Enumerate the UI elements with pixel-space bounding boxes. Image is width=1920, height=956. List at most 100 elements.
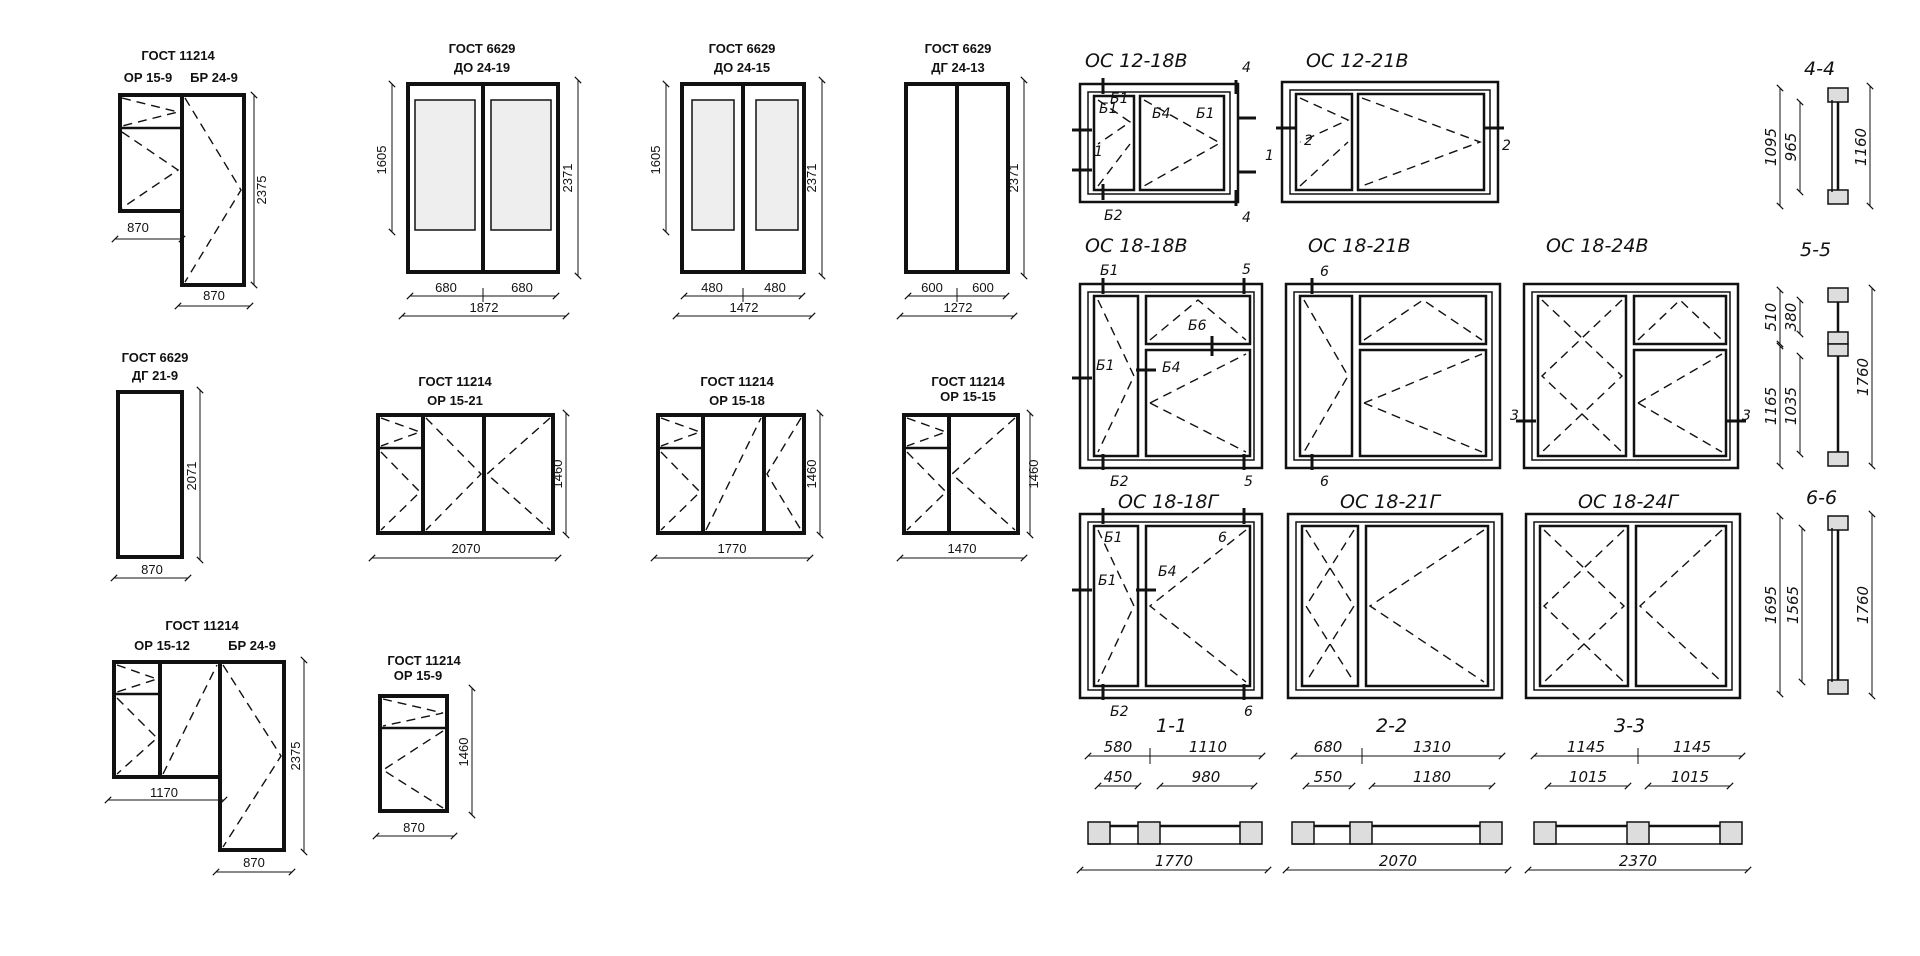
mark-b1: Б1	[1196, 106, 1215, 122]
door-dg-21-9: ГОСТ 6629 ДГ 21-9 2071 870	[110, 350, 204, 582]
dim-width: 1470	[948, 541, 977, 556]
std-label: ГОСТ 11214	[165, 618, 239, 633]
door-label: БР 24-9	[228, 638, 276, 653]
dim: 980	[1192, 768, 1221, 786]
dim: 1035	[1782, 387, 1800, 425]
dim: 2070	[1379, 852, 1417, 870]
door-frame	[218, 660, 286, 852]
dim-width: 1770	[718, 541, 747, 556]
dim-leaf-left: 600	[921, 280, 943, 295]
title-os-18-24g: ОС 18-24Г	[1578, 491, 1679, 513]
window-or-15-21: ГОСТ 11214 ОР 15-21 1460 2070	[368, 374, 570, 562]
dim-width: 1872	[470, 300, 499, 315]
window-os-18-18g: Б1 Б1 Б4 6 Б2 6	[1072, 508, 1264, 720]
mark-b1: Б1	[1104, 530, 1123, 546]
section-title: 4-4	[1804, 58, 1835, 80]
dim: 1110	[1189, 738, 1227, 756]
std-label: ГОСТ 11214	[931, 374, 1005, 389]
window-door-unit-1: ГОСТ 11214 ОР 15-9 БР 24-9 2375 870 870	[111, 48, 269, 310]
mark-2: 2	[1304, 133, 1313, 149]
mark-b1: Б1	[1096, 358, 1115, 374]
mark-1: 1	[1094, 144, 1103, 160]
mark-b4: Б4	[1158, 564, 1177, 580]
door-frame	[180, 93, 246, 287]
std-label: ГОСТ 11214	[418, 374, 492, 389]
dim: 1015	[1671, 768, 1709, 786]
dim-height: 1460	[1026, 460, 1041, 489]
title-os-12-21v: ОС 12-21В	[1306, 50, 1409, 72]
dim: 1160	[1852, 128, 1870, 166]
dim-leaf-right: 600	[972, 280, 994, 295]
section-3-3: 3-3 1145 1145 1015 1015 2370	[1524, 715, 1752, 874]
section-title: 6-6	[1806, 487, 1837, 509]
window-os-18-18v: Б1 Б1 Б4 Б6 Б2 5 5	[1072, 262, 1264, 490]
dim-width: 1272	[944, 300, 973, 315]
mark-b1: Б1	[1110, 91, 1129, 107]
window-label: ОР 15-12	[134, 638, 190, 653]
dim-width-door: 870	[203, 288, 225, 303]
title-os-18-18v: ОС 18-18В	[1085, 235, 1188, 257]
dim-leaf-left: 480	[701, 280, 723, 295]
mark-b2: Б2	[1110, 704, 1129, 720]
mark-b2: Б2	[1110, 474, 1129, 490]
mark-3: 3	[1742, 408, 1751, 424]
dim: 1695	[1762, 586, 1780, 624]
mark-b4: Б4	[1152, 106, 1171, 122]
window-or-15-9: ГОСТ 11214 ОР 15-9 1460 870	[372, 653, 476, 840]
dim: 1565	[1784, 586, 1802, 624]
window-os-12-18v: Б1 Б1 Б4 Б1 Б2 1 1 4 4	[1072, 60, 1274, 226]
mark-3: 3	[1510, 408, 1519, 424]
std-label: ГОСТ 11214	[700, 374, 774, 389]
section-5-5: 5-5 510 380 1165 1035 1760	[1762, 239, 1876, 470]
dim: 1165	[1762, 387, 1780, 425]
title-os-18-21v: ОС 18-21В	[1308, 235, 1411, 257]
dim-width-door: 870	[243, 855, 265, 870]
dim: 580	[1104, 738, 1133, 756]
mark-4: 4	[1242, 60, 1251, 76]
section-title: 1-1	[1156, 715, 1187, 737]
mark-6: 6	[1218, 530, 1227, 546]
window-frame	[376, 413, 555, 535]
mark-b4: Б4	[1162, 360, 1181, 376]
door-do-24-19: ГОСТ 6629 ДО 24-19 1605 2371 680 680 187…	[374, 41, 582, 320]
section-1-1: 1-1 580 1110 450 980 1770	[1076, 715, 1272, 874]
std-label: ГОСТ 11214	[387, 653, 461, 668]
window-frame	[112, 660, 222, 779]
mark-2: 2	[1502, 138, 1511, 154]
section-4-4: 4-4 1095 965 1160	[1762, 58, 1874, 210]
window-os-18-24v: 3 3	[1510, 282, 1751, 470]
section-title: 2-2	[1376, 715, 1407, 737]
title-os-18-18g: ОС 18-18Г	[1118, 491, 1219, 513]
dim-height: 1460	[550, 460, 565, 489]
mark-5: 5	[1244, 474, 1253, 490]
dim-height: 2375	[288, 742, 303, 771]
window-os-18-24g	[1524, 512, 1742, 700]
dim-height: 2071	[184, 462, 199, 491]
window-label: ОР 15-9	[124, 70, 172, 85]
dim-width: 1472	[730, 300, 759, 315]
dim: 1095	[1762, 128, 1780, 166]
mark-b1: Б1	[1100, 263, 1119, 279]
window-door-unit-2: ГОСТ 11214 ОР 15-12 БР 24-9 2375 1170 87…	[104, 618, 308, 876]
dim: 1145	[1567, 738, 1605, 756]
window-os-18-21v: 6 6	[1284, 264, 1502, 490]
dim-height: 2375	[254, 176, 269, 205]
window-label: ОР 15-15	[940, 389, 996, 404]
dim-width: 870	[403, 820, 425, 835]
window-frame	[656, 413, 806, 535]
std-label: ГОСТ 6629	[449, 41, 516, 56]
dim-glass: 1605	[374, 146, 389, 175]
dim: 1145	[1673, 738, 1711, 756]
door-do-24-15: ГОСТ 6629 ДО 24-15 1605 2371 480 480 147…	[648, 41, 826, 320]
dim-height: 2371	[560, 164, 575, 193]
mark-b1: Б1	[1098, 573, 1117, 589]
dim: 2370	[1619, 852, 1657, 870]
dim: 550	[1314, 768, 1343, 786]
window-frame	[378, 694, 449, 813]
dim-height: 2371	[1006, 164, 1021, 193]
dim-leaf-left: 680	[435, 280, 457, 295]
window-label: ОР 15-9	[394, 668, 442, 683]
section-2-2: 2-2 680 1310 550 1180 2070	[1282, 715, 1512, 874]
mark-6: 6	[1320, 474, 1329, 490]
dim: 1015	[1569, 768, 1607, 786]
